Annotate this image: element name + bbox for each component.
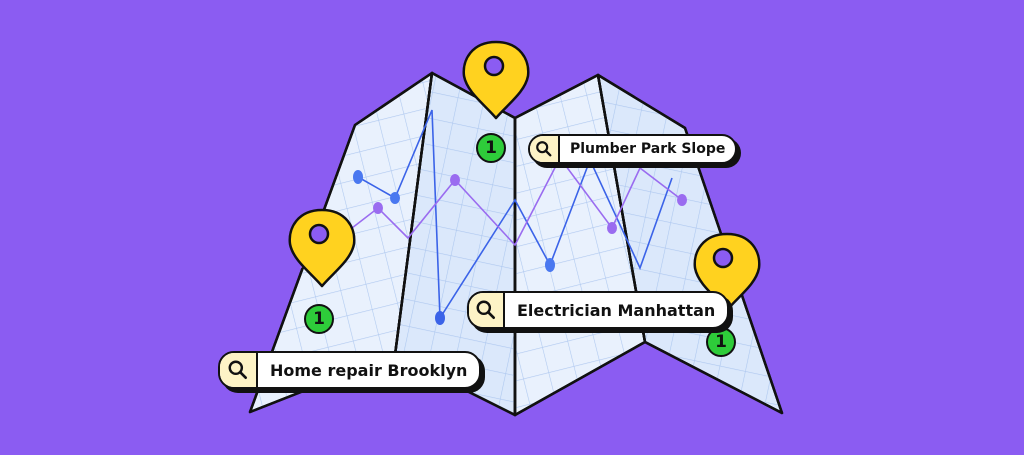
- route-purple: [299, 156, 683, 269]
- map-pin-icon: [462, 40, 530, 120]
- search-query-text: Home repair Brooklyn: [270, 360, 468, 380]
- map-pin-icon: [288, 208, 356, 288]
- search-query-text: Electrician Manhattan: [517, 300, 716, 320]
- rank-badge: 1: [706, 327, 736, 357]
- rank-badge: 1: [304, 304, 334, 334]
- search-icon: [469, 293, 505, 327]
- route-blue: [357, 109, 673, 321]
- rank-badge: 1: [476, 133, 506, 163]
- route-lines: [299, 109, 683, 321]
- search-bar-electrician: Electrician Manhattan: [467, 291, 730, 329]
- route-nodes: [353, 170, 687, 325]
- search-query-text: Plumber Park Slope: [570, 141, 726, 157]
- search-bar-plumber: Plumber Park Slope: [528, 134, 738, 164]
- search-icon: [530, 136, 560, 162]
- search-bar-home-repair: Home repair Brooklyn: [218, 351, 482, 389]
- search-icon: [220, 353, 258, 387]
